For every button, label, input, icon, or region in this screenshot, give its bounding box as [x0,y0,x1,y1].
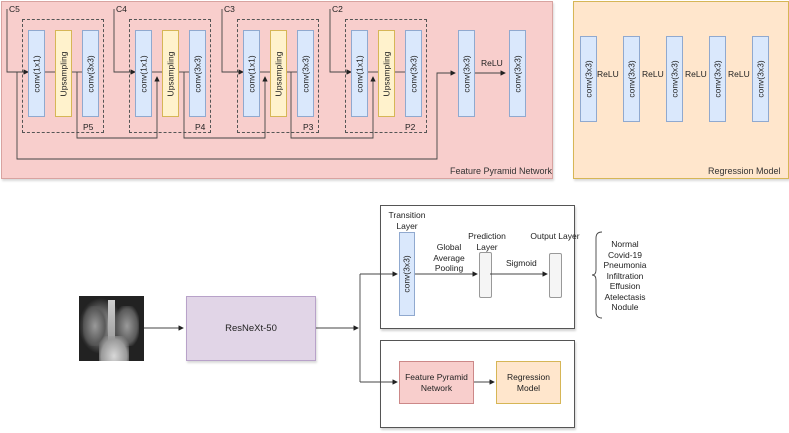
output-label-p3: P3 [303,122,314,132]
regression-block: Regression Model [496,361,561,404]
upsampling-block-p2: Upsampling [378,30,395,117]
conv1x1-block-p4: conv(1x1) [135,30,152,117]
head-conv-a: conv(3x3) [458,30,475,117]
class-list: Normal Covid-19 Pneumonia Infiltration E… [600,239,650,313]
class-item: Normal [611,239,639,249]
reg-conv-3: conv(3x3) [666,36,683,122]
regression-panel-title: Regression Model [708,166,781,176]
reg-relu-4: ReLU [728,69,750,79]
reg-relu-3: ReLU [685,69,707,79]
reg-conv-1: conv(3x3) [580,36,597,122]
conv3x3-block-p2: conv(3x3) [405,30,422,117]
input-label-c4: C4 [116,4,127,14]
class-item: Pneumonia [603,260,647,270]
output-layer-block [549,253,562,298]
output-label-p4: P4 [195,122,206,132]
xray-input-image [79,296,144,361]
class-item: Atelectasis [604,291,646,302]
fpn-block: Feature Pyramid Network [399,361,474,404]
transition-layer-label: Transition Layer [388,210,426,231]
output-layer-label: Output Layer [530,231,580,241]
conv1x1-block-p5: conv(1x1) [28,30,45,117]
transition-conv-block: conv(3x3) [399,232,415,316]
conv3x3-block-p3: conv(3x3) [297,30,314,117]
stage-box-p5 [22,19,104,133]
sigmoid-label: Sigmoid [506,258,537,268]
reg-relu-2: ReLU [642,69,664,79]
reg-conv-2: conv(3x3) [623,36,640,122]
brace-icon [591,231,603,319]
head-conv-b: conv(3x3) [509,30,526,117]
class-item: Nodule [611,302,639,312]
output-label-p5: P5 [83,122,94,132]
upsampling-block-p3: Upsampling [270,30,287,117]
conv3x3-block-p4: conv(3x3) [189,30,206,117]
gap-label: Global Average Pooling [433,242,465,273]
class-item: Covid-19 [607,249,643,260]
output-label-p2: P2 [405,122,416,132]
upsampling-block-p4: Upsampling [162,30,179,117]
prediction-layer-label: Prediction Layer [468,231,506,252]
stage-box-p4 [129,19,211,133]
class-item: Infiltration [606,270,644,281]
conv1x1-block-p3: conv(1x1) [243,30,260,117]
conv3x3-block-p5: conv(3x3) [82,30,99,117]
upsampling-block-p5: Upsampling [55,30,72,117]
stage-box-p3 [237,19,319,133]
conv1x1-block-p2: conv(1x1) [351,30,368,117]
stage-box-p2 [345,19,427,133]
input-label-c3: C3 [224,4,235,14]
input-label-c2: C2 [332,4,343,14]
class-item: Effusion [609,281,641,291]
reg-relu-1: ReLU [597,69,619,79]
prediction-layer-block [479,252,492,298]
backbone-block: ResNeXt-50 [186,296,316,361]
input-label-c5: C5 [9,4,20,14]
reg-conv-5: conv(3x3) [752,36,769,122]
reg-conv-4: conv(3x3) [709,36,726,122]
head-activation-label: ReLU [481,58,503,68]
fpn-panel-title: Feature Pyramid Network [450,166,553,176]
